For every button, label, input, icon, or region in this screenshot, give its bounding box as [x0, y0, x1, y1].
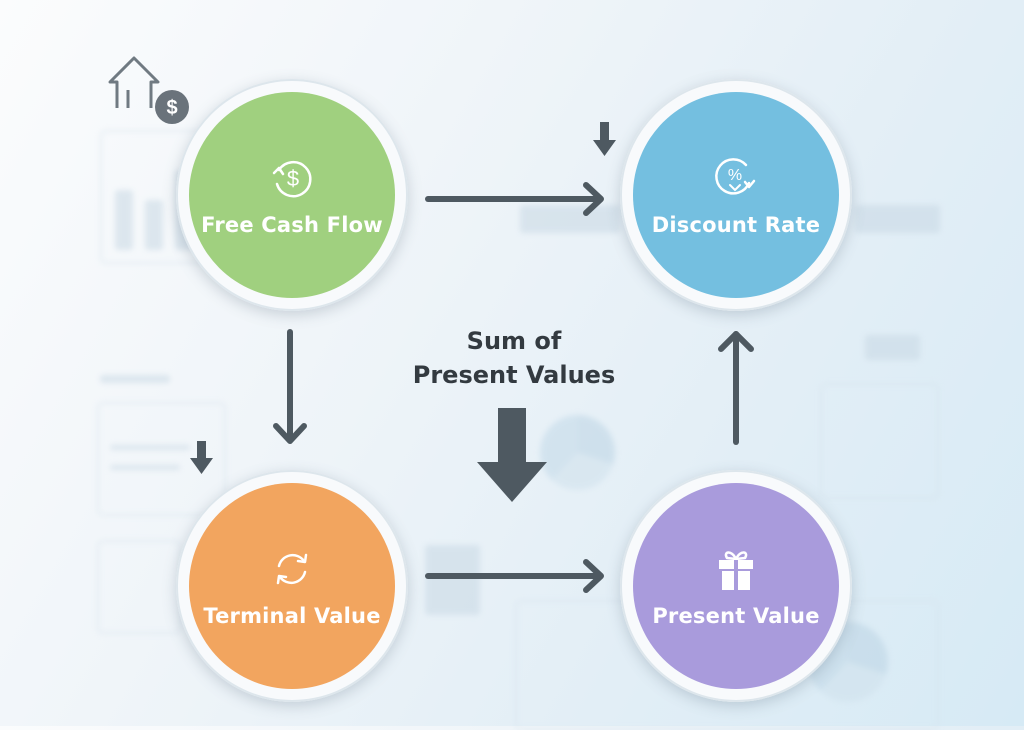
refresh-icon	[276, 553, 308, 585]
bg-panel	[97, 402, 226, 516]
svg-text:$: $	[287, 166, 299, 191]
up-arrow-dollar-icon: $	[108, 56, 189, 124]
arrow-pv-to-dr	[718, 331, 754, 445]
bg-panel	[820, 383, 939, 499]
arrow-fcf-to-tv	[273, 329, 307, 444]
arrow-tv-to-pv	[425, 559, 604, 593]
node-tv-fill: Terminal Value	[189, 483, 395, 689]
bg-bar	[110, 465, 180, 470]
center-label-line1: Sum of	[466, 327, 562, 355]
center-label-line2: Present Values	[412, 361, 616, 389]
node-free-cash-flow[interactable]: $ Free Cash Flow	[176, 79, 408, 311]
bg-bar	[100, 375, 170, 383]
small-down-arrow-icon	[190, 441, 213, 474]
sum-down-arrow-icon	[477, 408, 547, 502]
svg-text:$: $	[166, 97, 177, 119]
arrow-fcf-to-dr	[425, 182, 604, 216]
small-down-arrow-icon	[593, 122, 616, 156]
bg-bar	[520, 205, 620, 233]
bg-bar	[115, 190, 133, 250]
node-pv-fill: Present Value	[633, 483, 839, 689]
node-present-value[interactable]: Present Value	[620, 470, 852, 702]
bg-bar	[855, 205, 940, 233]
bg-pie	[540, 415, 615, 490]
node-label: Discount Rate	[651, 213, 821, 237]
node-label: Present Value	[652, 604, 820, 628]
svg-text:%: %	[728, 167, 742, 184]
sum-of-present-values-label: Sum of Present Values	[400, 324, 628, 392]
node-terminal-value[interactable]: Terminal Value	[176, 470, 408, 702]
bg-bar	[145, 200, 163, 250]
node-fcf-fill: $ Free Cash Flow	[189, 92, 395, 298]
bg-bar	[425, 545, 480, 615]
bg-bar	[865, 335, 920, 360]
percent-cycle-icon: %	[715, 158, 756, 195]
node-label: Terminal Value	[203, 604, 381, 628]
gift-icon	[719, 551, 753, 590]
node-label: Free Cash Flow	[201, 213, 383, 237]
node-discount-rate[interactable]: % Discount Rate	[620, 79, 852, 311]
node-dr-fill: % Discount Rate	[633, 92, 839, 298]
dollar-cycle-icon: $	[272, 160, 312, 198]
bg-bar	[110, 445, 190, 450]
